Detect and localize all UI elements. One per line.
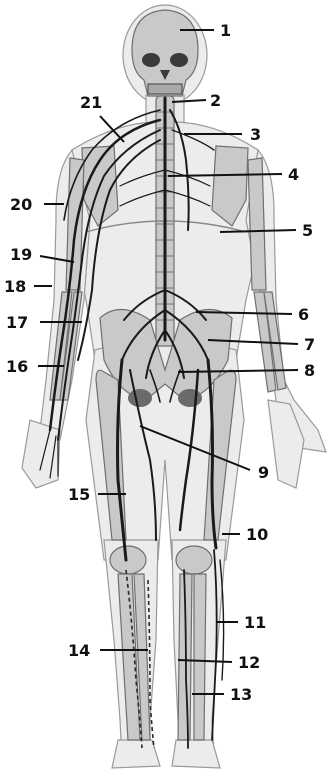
label-19: 19 bbox=[10, 245, 32, 264]
label-8: 8 bbox=[304, 361, 315, 380]
label-6: 6 bbox=[298, 305, 309, 324]
label-10: 10 bbox=[246, 525, 268, 544]
label-7: 7 bbox=[304, 335, 315, 354]
label-17: 17 bbox=[6, 313, 28, 332]
label-18: 18 bbox=[4, 277, 26, 296]
label-9: 9 bbox=[258, 463, 269, 482]
label-2: 2 bbox=[210, 91, 221, 110]
label-20: 20 bbox=[10, 195, 32, 214]
label-5: 5 bbox=[302, 221, 313, 240]
label-13: 13 bbox=[230, 685, 252, 704]
label-16: 16 bbox=[6, 357, 28, 376]
label-12: 12 bbox=[238, 653, 260, 672]
label-15: 15 bbox=[68, 485, 90, 504]
label-4: 4 bbox=[288, 165, 299, 184]
label-21: 21 bbox=[80, 93, 102, 112]
label-14: 14 bbox=[68, 641, 90, 660]
label-3: 3 bbox=[250, 125, 261, 144]
label-1: 1 bbox=[220, 21, 231, 40]
label-11: 11 bbox=[244, 613, 266, 632]
